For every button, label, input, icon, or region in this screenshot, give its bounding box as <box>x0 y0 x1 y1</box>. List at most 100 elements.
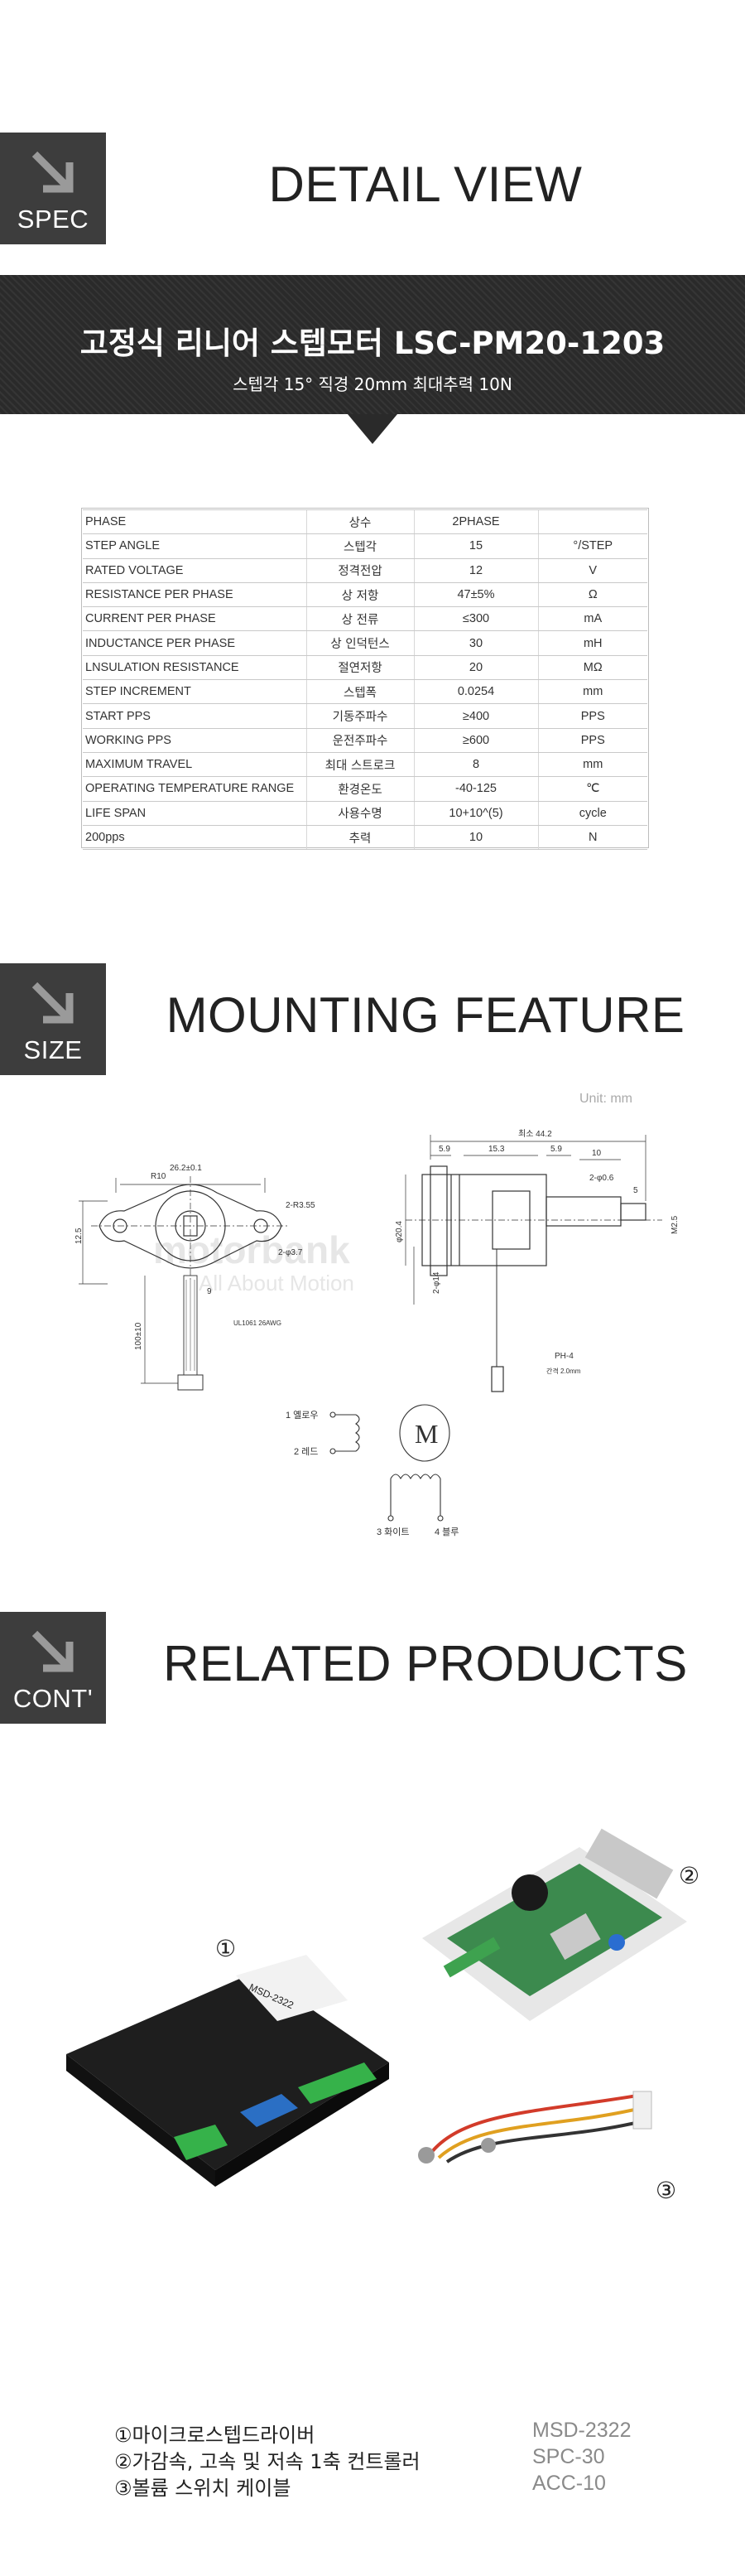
spec-value-cell: 20 <box>413 655 538 681</box>
dim-cable: 100±10 <box>134 1322 143 1350</box>
spec-param-kr-cell: 스텝폭 <box>305 679 414 705</box>
front-view <box>79 1176 290 1391</box>
spec-param-cell: INDUCTANCE PER PHASE <box>83 630 306 656</box>
side-view <box>405 1135 662 1392</box>
mounting-drawing: motorbank All About Motion <box>74 1129 680 1537</box>
spec-value-cell: 30 <box>413 630 538 656</box>
spec-value-cell: 47±5% <box>413 582 538 608</box>
section-badge-size: SIZE <box>0 963 106 1075</box>
spec-unit-cell: mA <box>537 606 647 632</box>
spec-param-cell: RATED VOLTAGE <box>83 558 306 583</box>
dim-hole: 2-φ3.7 <box>278 1248 303 1257</box>
section-header-size: SIZE MOUNTING FEATURE <box>0 963 745 1075</box>
spec-unit-cell: °/STEP <box>537 533 647 559</box>
related-product-name: ③볼륨 스위치 케이블 <box>114 2477 291 2500</box>
related-product-list: ①마이크로스텝드라이버 MSD-2322 ②가감속, 고속 및 저속 1축 컨트… <box>114 2419 694 2500</box>
section-badge-cont: CONT' <box>0 1612 106 1724</box>
spec-param-cell: RESISTANCE PER PHASE <box>83 582 306 608</box>
cable-photo <box>418 2091 652 2164</box>
section-header-cont: CONT' RELATED PRODUCTS <box>0 1612 745 1724</box>
related-product-row: ③볼륨 스위치 케이블 ACC-10 <box>114 2472 694 2500</box>
spec-value-cell: 15 <box>413 533 538 559</box>
dim-d1: 5.9 <box>439 1145 450 1154</box>
dim-d5: 2-φ0.6 <box>589 1174 614 1183</box>
driver-photo: MSD-2322 <box>66 1955 389 2187</box>
related-product-row: ②가감속, 고속 및 저속 1축 컨트롤러 SPC-30 <box>114 2445 694 2473</box>
dim-pitch: 9 <box>207 1287 212 1296</box>
arrow-down-right-icon <box>31 1630 74 1672</box>
product-title: 고정식 리니어 스텝모터 LSC-PM20-1203 <box>79 326 666 361</box>
spec-value-cell: -40-125 <box>413 776 538 802</box>
spec-unit-cell: PPS <box>537 728 647 753</box>
spec-param-kr-cell: 추력 <box>305 825 414 851</box>
section-badge-label: CONT' <box>12 1684 94 1713</box>
spec-unit-cell: mm <box>537 679 647 705</box>
wire-4-label: 4 블루 <box>435 1527 459 1537</box>
motor-symbol: M <box>415 1419 438 1449</box>
spec-value-cell: 8 <box>413 752 538 778</box>
spec-param-kr-cell: 상수 <box>305 509 414 535</box>
dim-d6: 5 <box>633 1186 638 1195</box>
spec-param-cell: OPERATING TEMPERATURE RANGE <box>83 776 306 802</box>
section-header-spec: SPEC DETAIL VIEW <box>0 133 745 244</box>
spec-param-cell: PHASE <box>83 509 306 535</box>
dim-conn: PH-4 <box>555 1352 574 1361</box>
spec-value-cell: ≤300 <box>413 606 538 632</box>
product-subtitle: 스텝각 15° 직경 20mm 최대추력 10N <box>233 374 512 394</box>
related-product-name: ②가감속, 고속 및 저속 1축 컨트롤러 <box>114 2450 421 2473</box>
wire-1-label: 1 옐로우 <box>286 1410 319 1421</box>
related-product-name: ①마이크로스텝드라이버 <box>114 2424 315 2447</box>
spec-value-cell: 0.0254 <box>413 679 538 705</box>
section-title: MOUNTING FEATURE <box>166 987 685 1043</box>
spec-param-kr-cell: 스텝각 <box>305 533 414 559</box>
spec-value-cell: 12 <box>413 558 538 583</box>
spec-param-cell: MAXIMUM TRAVEL <box>83 752 306 778</box>
dim-d3: 15.3 <box>488 1145 505 1154</box>
spec-unit-cell: mH <box>537 630 647 656</box>
marker-2: ② <box>679 1862 700 1889</box>
spec-param-kr-cell: 사용수명 <box>305 801 414 826</box>
spec-param-cell: LNSULATION RESISTANCE <box>83 655 306 681</box>
dim-d2: 5.9 <box>550 1145 562 1154</box>
spec-unit-cell: MΩ <box>537 655 647 681</box>
spec-param-kr-cell: 최대 스트로크 <box>305 752 414 778</box>
spec-param-cell: START PPS <box>83 703 306 729</box>
arrow-down-right-icon <box>31 982 74 1024</box>
dim-flange: 2-φ14 <box>432 1271 441 1294</box>
section-title: DETAIL VIEW <box>268 157 583 212</box>
unit-label: Unit: mm <box>579 1092 632 1106</box>
spec-param-kr-cell: 기동주파수 <box>305 703 414 729</box>
spec-param-kr-cell: 운전주파수 <box>305 728 414 753</box>
dim-cable-spec: UL1061 26AWG <box>233 1319 281 1327</box>
spec-param-kr-cell: 상 전류 <box>305 606 414 632</box>
spec-value-cell: 10+10^(5) <box>413 801 538 826</box>
section-title: RELATED PRODUCTS <box>163 1636 688 1691</box>
dim-total: 최소 44.2 <box>518 1129 552 1139</box>
dim-d4: 10 <box>592 1149 602 1158</box>
spec-param-kr-cell: 절연저항 <box>305 655 414 681</box>
wiring-diagram <box>329 1404 450 1522</box>
watermark-brand: motorbank <box>153 1228 350 1271</box>
spec-value-cell: ≥400 <box>413 703 538 729</box>
related-product-code: ACC-10 <box>532 2472 606 2495</box>
spec-unit-cell: V <box>537 558 647 583</box>
wire-3-label: 3 화이트 <box>377 1527 410 1537</box>
related-product-code: MSD-2322 <box>532 2419 632 2442</box>
spec-param-cell: LIFE SPAN <box>83 801 306 826</box>
spec-param-kr-cell: 상 인덕턴스 <box>305 630 414 656</box>
related-product-code: SPC-30 <box>532 2445 605 2468</box>
marker-3: ③ <box>656 2177 677 2204</box>
dim-conn-pitch: 간격 2.0mm <box>546 1367 581 1375</box>
spec-param-cell: STEP ANGLE <box>83 533 306 559</box>
